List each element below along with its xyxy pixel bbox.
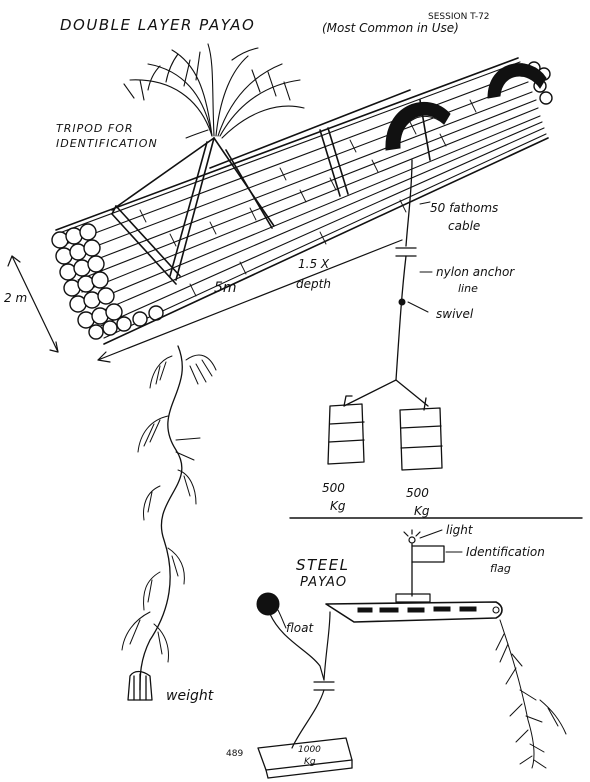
length-dimension xyxy=(97,239,403,363)
anchor-line-label: nylon anchor xyxy=(436,265,515,279)
session-label: SESSION T-72 xyxy=(428,12,490,22)
frond-attractor-line xyxy=(139,345,183,691)
anchor-block-icon xyxy=(257,737,353,779)
float-drum-2-icon xyxy=(487,63,547,99)
anchor-line-label-2: line xyxy=(458,282,478,295)
swivel-label: swivel xyxy=(436,307,474,321)
anchor-weight-unit: Kg xyxy=(304,757,316,767)
float-drum-1-icon xyxy=(385,101,451,151)
width-label: 2 m xyxy=(4,291,27,305)
light-icon xyxy=(403,529,421,544)
float-label: float xyxy=(286,621,314,635)
steel-payao-title: STEEL xyxy=(296,556,350,574)
flag-label-2: flag xyxy=(490,562,511,575)
tripod-label: TRIPOD FOR xyxy=(56,122,134,135)
steel-payao-title-2: PAYAO xyxy=(300,575,347,590)
steel-hull-icon xyxy=(325,593,503,623)
flag-label: Identification xyxy=(466,545,545,559)
tripod-icon xyxy=(111,137,275,281)
depth-label: 1.5 X xyxy=(298,257,330,271)
weight-right-unit: Kg xyxy=(414,504,430,518)
depth-label-2: depth xyxy=(296,277,331,291)
anchor-weight-value: 1000 xyxy=(298,745,321,755)
swivel-icon xyxy=(398,298,406,306)
light-label: light xyxy=(446,523,474,537)
page-number: 489 xyxy=(226,749,243,759)
identification-flag-icon xyxy=(411,543,445,597)
bamboo-raft xyxy=(51,57,553,345)
diagram-title-note: (Most Common in Use) xyxy=(322,21,459,35)
frond-leaves-icon xyxy=(121,354,217,663)
bottom-weight-label: weight xyxy=(166,688,214,704)
palm-fronds-icon xyxy=(123,43,305,139)
cable-label: 50 fathoms xyxy=(430,201,498,215)
float-icon xyxy=(256,592,280,616)
bottom-weight-icon xyxy=(127,670,153,701)
weight-left-unit: Kg xyxy=(330,499,346,513)
concrete-weight-right-icon xyxy=(399,397,443,471)
width-dimension xyxy=(7,255,59,353)
length-label: 5m xyxy=(214,280,237,296)
weight-left-value: 500 xyxy=(322,481,345,495)
diagram-title: DOUBLE LAYER PAYAO xyxy=(60,16,255,34)
tripod-label-2: IDENTIFICATION xyxy=(56,137,158,150)
weight-right-value: 500 xyxy=(406,486,429,500)
cable-label-2: cable xyxy=(448,219,480,233)
concrete-weight-left-icon xyxy=(327,395,365,465)
steel-fronds-icon xyxy=(495,619,567,769)
